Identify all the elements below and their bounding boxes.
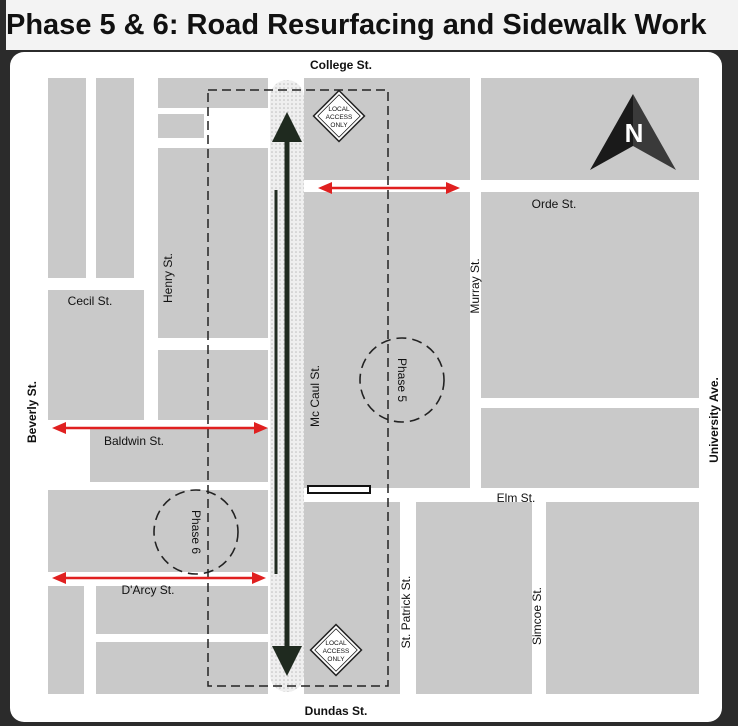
sign-top-line1: LOCAL	[328, 106, 350, 113]
street-darcy: D'Arcy St.	[122, 583, 175, 597]
city-blocks	[48, 78, 699, 694]
block	[96, 642, 268, 694]
street-henry: Henry St.	[161, 253, 175, 303]
work-zone-boundary	[207, 89, 389, 687]
block	[304, 502, 400, 694]
sign-bottom-line3: ONLY	[327, 656, 345, 663]
block	[158, 114, 204, 138]
phase5-circle	[359, 337, 445, 423]
sign-bottom-line1: LOCAL	[325, 640, 347, 647]
street-dundas: Dundas St.	[305, 704, 368, 718]
phase6-label: Phase 6	[189, 510, 203, 554]
street-mccaul: Mc Caul St.	[308, 365, 322, 427]
mccaul-arrow	[272, 112, 302, 676]
block	[546, 502, 699, 694]
baldwin-closure-arrow	[52, 422, 268, 434]
sign-bottom-line2: ACCESS	[323, 648, 350, 655]
phase5-label: Phase 5	[395, 358, 409, 402]
sign-top-line2: ACCESS	[326, 114, 353, 121]
street-college: College St.	[310, 58, 372, 72]
block	[158, 78, 268, 108]
north-label: N	[625, 118, 644, 148]
darcy-closure-arrow	[52, 572, 266, 584]
street-university: University Ave.	[707, 377, 721, 463]
block	[96, 586, 268, 634]
block	[416, 502, 532, 694]
block	[48, 586, 84, 694]
street-simcoe: Simcoe St.	[530, 587, 544, 645]
local-access-sign-bottom: LOCAL ACCESS ONLY	[309, 623, 363, 677]
block	[96, 78, 134, 278]
block	[481, 408, 699, 488]
elm-barrier	[307, 485, 371, 494]
street-murray: Murray St.	[468, 258, 482, 313]
block	[158, 148, 268, 338]
block	[481, 192, 699, 398]
block	[48, 490, 268, 572]
street-cecil: Cecil St.	[68, 294, 113, 308]
street-beverly: Beverly St.	[25, 381, 39, 443]
sign-top-line3: ONLY	[330, 122, 348, 129]
block	[48, 78, 86, 278]
local-access-sign-top: LOCAL ACCESS ONLY	[312, 89, 366, 143]
map-canvas: LOCAL ACCESS ONLY LOCAL ACCESS ONLY N Co…	[10, 52, 722, 722]
block	[48, 290, 144, 420]
block	[90, 428, 268, 482]
street-baldwin: Baldwin St.	[104, 434, 164, 448]
closure-arrows	[52, 182, 460, 584]
block	[158, 350, 268, 420]
street-st-patrick: St. Patrick St.	[399, 576, 413, 649]
north-arrow-icon: N	[590, 94, 676, 170]
orde-closure-arrow	[318, 182, 460, 194]
block	[481, 78, 699, 180]
street-elm: Elm St.	[497, 491, 536, 505]
page-title: Phase 5 & 6: Road Resurfacing and Sidewa…	[6, 0, 738, 50]
phase6-circle	[153, 489, 239, 575]
street-orde: Orde St.	[532, 197, 577, 211]
